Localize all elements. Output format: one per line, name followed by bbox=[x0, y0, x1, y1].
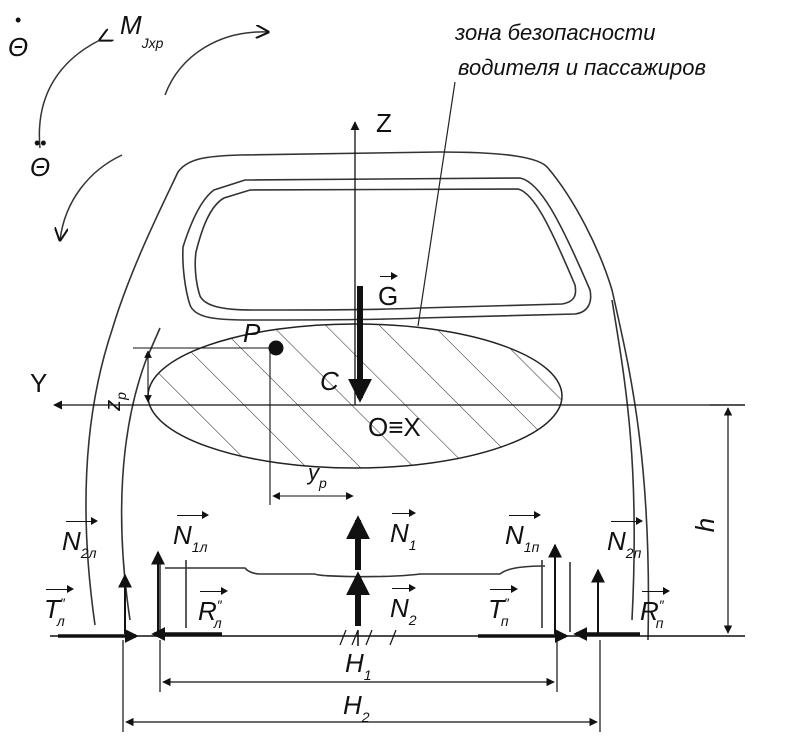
h1-label: H1 bbox=[345, 648, 372, 683]
z-axis-label: Z bbox=[376, 108, 392, 138]
rl-label: R″л bbox=[198, 587, 228, 631]
moment-label: MJxp bbox=[120, 10, 164, 51]
safety-zone-label-line1: зона безопасности bbox=[455, 20, 656, 45]
point-p-label: P bbox=[243, 318, 261, 348]
ground-ticks bbox=[339, 629, 397, 646]
height-dimension bbox=[710, 404, 745, 634]
tp-label: T″п bbox=[488, 585, 518, 629]
right-wheel-forces bbox=[478, 543, 640, 643]
n1l-label: N1л bbox=[173, 511, 209, 555]
yp-label: yp bbox=[308, 460, 327, 491]
zp-label-text: zp bbox=[99, 392, 129, 411]
track-dimensions bbox=[122, 640, 601, 732]
n2p-label: N2п bbox=[607, 517, 643, 561]
left-wheel-forces bbox=[58, 550, 222, 643]
n2l-label: N2л bbox=[62, 517, 98, 561]
h2-label: H2 bbox=[343, 690, 370, 725]
g-label: G bbox=[378, 272, 399, 311]
safety-zone-label-line2: водителя и пассажиров bbox=[458, 55, 706, 80]
center-c-label: C bbox=[320, 366, 339, 396]
y-axis-label: Y bbox=[30, 368, 48, 398]
zp-dimension bbox=[133, 347, 276, 403]
n2-label: N2 bbox=[390, 584, 417, 628]
rp-label: R″п bbox=[640, 587, 670, 631]
n1p-label: N1п bbox=[505, 511, 541, 555]
tl-label: T″л bbox=[44, 585, 74, 629]
n1-label: N1 bbox=[390, 509, 417, 553]
rotation-arrows bbox=[38, 32, 268, 240]
yp-dimension bbox=[269, 350, 354, 505]
origin-label: O≡X bbox=[368, 412, 421, 442]
safety-zone-leader bbox=[417, 81, 456, 327]
height-label: h bbox=[690, 517, 721, 533]
